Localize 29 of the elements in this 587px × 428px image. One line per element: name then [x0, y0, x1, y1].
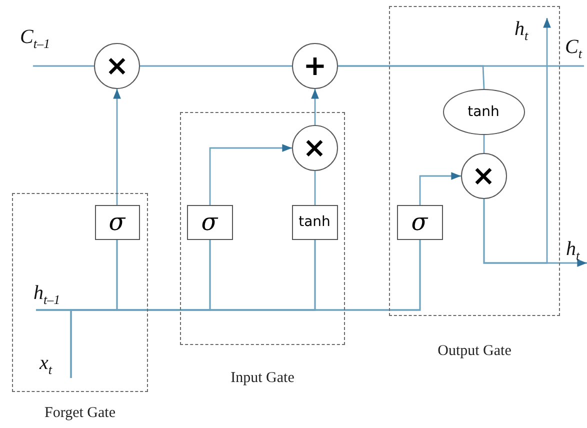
- sigma-box: σ: [186, 204, 232, 240]
- variable-label: h$_{t}$: [566, 238, 580, 260]
- connector-line: [33, 65, 94, 67]
- variable-label: h$_{t}$: [514, 18, 528, 40]
- variable-label: C$_{t}$: [565, 36, 582, 58]
- sigma-box: σ: [94, 204, 140, 240]
- tanh-box: tanh: [292, 204, 338, 240]
- arrow: [113, 89, 121, 205]
- arrow: [419, 172, 461, 205]
- arrow: [311, 89, 319, 125]
- connector-line: [314, 171, 316, 205]
- gate-label: Input Gate: [230, 370, 296, 387]
- variable-label: C$_{t–1}$: [20, 26, 50, 48]
- gate-label: Output Gate: [436, 343, 512, 360]
- multiply-circle: ×: [292, 124, 338, 170]
- arrow: [209, 144, 292, 205]
- connector-line: [70, 240, 421, 378]
- arrow: [483, 18, 551, 264]
- multiply-circle: ×: [460, 152, 506, 198]
- connector-line: [140, 65, 292, 67]
- sigma-box: σ: [396, 204, 442, 240]
- connector-line: [483, 135, 485, 153]
- variable-label: h$_{t–1}$: [34, 282, 60, 304]
- connector-line: [338, 65, 485, 90]
- add-circle: +: [292, 43, 338, 89]
- tanh-ellipse: tanh: [442, 88, 524, 134]
- gate-label: Forget Gate: [44, 405, 116, 422]
- multiply-circle: ×: [94, 43, 140, 89]
- variable-label: x$_{t}$: [40, 352, 52, 374]
